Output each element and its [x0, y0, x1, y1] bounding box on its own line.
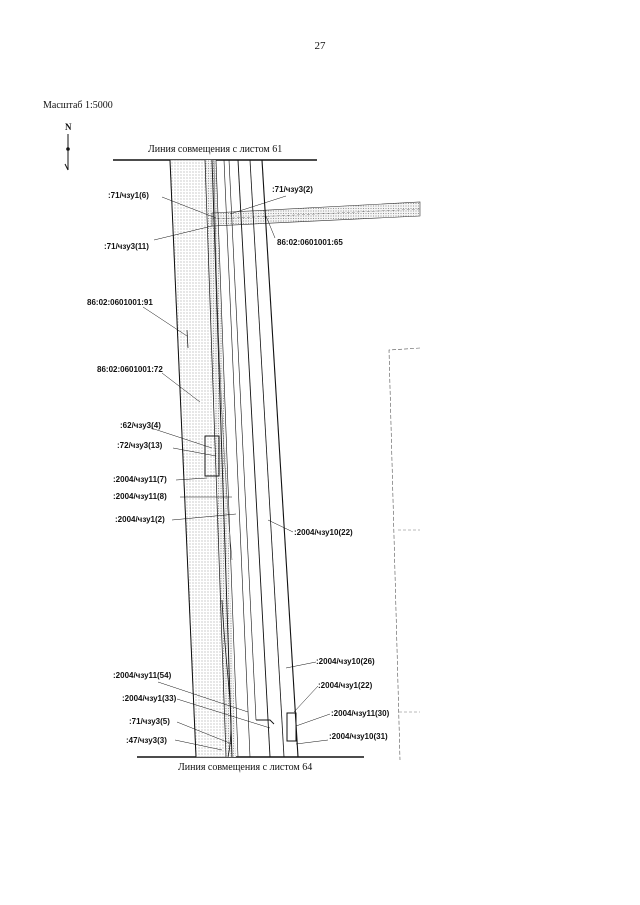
label-parcel-72: 86:02:0601001:72	[97, 365, 163, 374]
label-62-chzu3-4: :62/чзу3(4)	[120, 421, 161, 430]
label-2004-chzu10-22: :2004/чзу10(22)	[294, 528, 353, 537]
label-2004-chzu10-26: :2004/чзу10(26)	[316, 657, 375, 666]
label-2004-chzu11-8: :2004/чзу11(8)	[113, 492, 167, 501]
match-line-top-label: Линия совмещения с листом 61	[148, 144, 283, 155]
map-scale: Масштаб 1:5000	[43, 100, 113, 111]
label-2004-chzu10-31: :2004/чзу10(31)	[329, 732, 388, 741]
label-71-chzu1-6: :71/чзу1(6)	[108, 191, 149, 200]
zone-30-box	[286, 712, 297, 742]
label-71-chzu3-5: :71/чзу3(5)	[129, 717, 170, 726]
label-parcel-91: 86:02:0601001:91	[87, 298, 153, 307]
page-number: 27	[314, 40, 326, 52]
label-2004-chzu1-2: :2004/чзу1(2)	[115, 515, 165, 524]
zone-62-box	[204, 435, 220, 477]
inner-band-area	[205, 160, 236, 757]
label-71-chzu3-2: :71/чзу3(2)	[272, 185, 313, 194]
north-label: N	[65, 122, 72, 132]
label-72-chzu3-13: :72/чзу3(13)	[117, 441, 163, 450]
label-2004-chzu11-54: :2004/чзу11(54)	[113, 671, 172, 680]
right-parcel-boundary	[388, 347, 421, 761]
label-2004-chzu1-33: :2004/чзу1(33)	[122, 694, 177, 703]
label-2004-chzu11-7: :2004/чзу11(7)	[113, 475, 167, 484]
north-arrow-icon: N	[62, 122, 76, 172]
label-71-chzu3-11: :71/чзу3(11)	[104, 242, 149, 251]
match-line-bottom-label: Линия совмещения с листом 64	[178, 762, 313, 773]
label-parcel-65: 86:02:0601001:65	[277, 238, 343, 247]
label-2004-chzu1-22: :2004/чзу1(22)	[318, 681, 373, 690]
label-2004-chzu11-30: :2004/чзу11(30)	[331, 709, 390, 718]
parcel-65-road	[211, 201, 421, 227]
label-47-chzu3-3: :47/чзу3(3)	[126, 736, 167, 745]
